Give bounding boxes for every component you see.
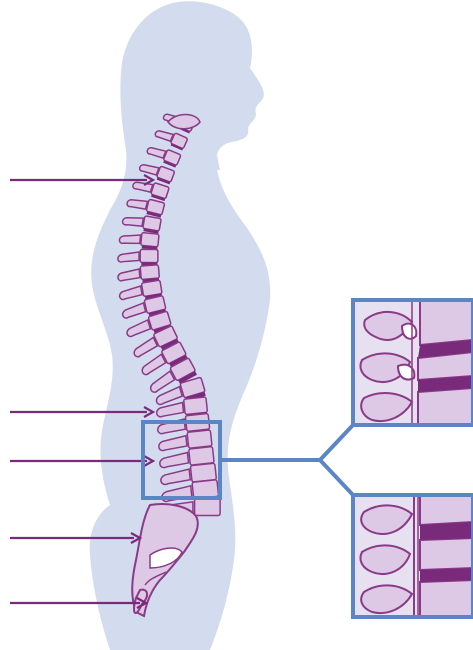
inset-top bbox=[353, 300, 473, 425]
zoom-connector bbox=[220, 425, 353, 495]
inset-bottom bbox=[353, 495, 473, 617]
